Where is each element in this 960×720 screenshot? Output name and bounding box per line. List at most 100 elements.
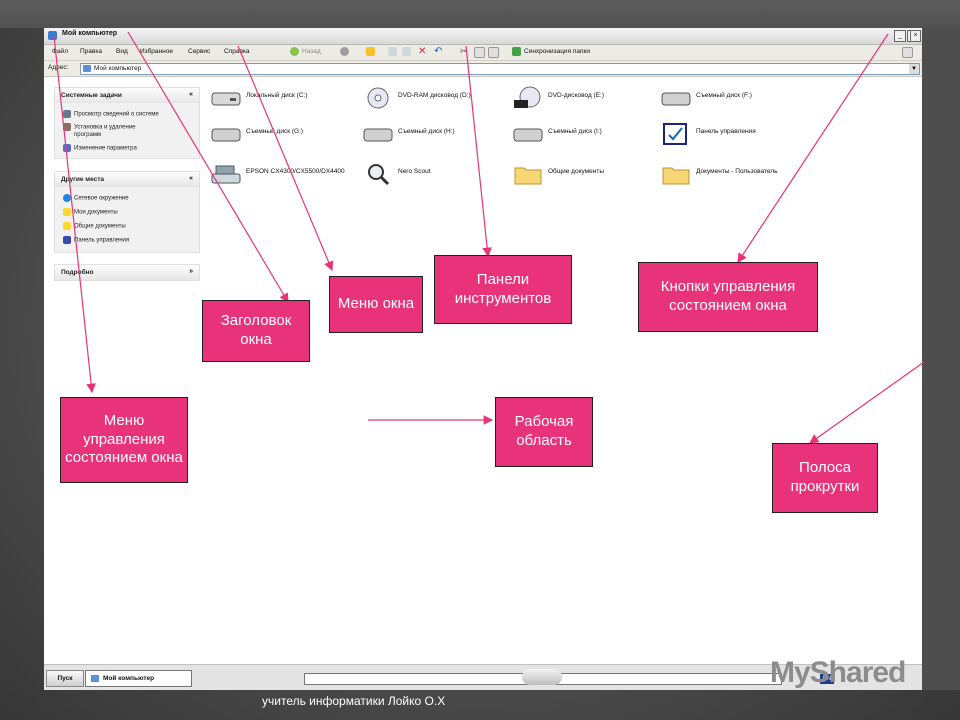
- window-title: Мой компьютер: [62, 30, 118, 37]
- folder-icon: [63, 208, 71, 216]
- sync-icon[interactable]: [512, 47, 521, 56]
- sync-label[interactable]: Синхронизация папки: [524, 48, 591, 55]
- forward-icon[interactable]: [340, 47, 349, 56]
- menu-file[interactable]: Файл: [52, 48, 68, 55]
- arrow-title: [127, 31, 289, 304]
- language-indicator[interactable]: EN: [820, 674, 834, 684]
- nero-scout-icon: [368, 164, 390, 186]
- place-shared-documents[interactable]: Общие документы: [63, 222, 126, 230]
- copy-icon[interactable]: [474, 47, 485, 58]
- task-change-setting[interactable]: Изменение параметра: [63, 144, 137, 152]
- task-view-system-info[interactable]: Просмотр сведений о системе: [63, 110, 159, 118]
- back-icon[interactable]: [290, 47, 299, 56]
- details-title: Подробно: [61, 269, 94, 276]
- arrow-control-menu: [53, 35, 96, 394]
- file-item[interactable]: DVD-RAM дисковод (D:): [362, 84, 510, 112]
- file-item[interactable]: Съемный диск (F:): [660, 84, 808, 112]
- slide-top-strip: [0, 0, 960, 28]
- folder-icon: [63, 222, 71, 230]
- removable-drive-icon: [661, 92, 691, 106]
- other-places-title: Другие места: [61, 176, 105, 183]
- file-item[interactable]: Съемный диск (G:): [210, 120, 358, 148]
- removable-drive-icon: [513, 128, 543, 142]
- undo-icon[interactable]: ↶: [434, 46, 443, 57]
- callout-toolbars: Панели инструментов: [434, 255, 572, 324]
- network-icon: [63, 194, 71, 202]
- arrow-window-buttons: [737, 33, 889, 264]
- expand-icon[interactable]: »: [189, 268, 193, 275]
- file-item[interactable]: Документы - Пользователь: [660, 160, 808, 188]
- control-panel-icon: [63, 236, 71, 244]
- back-label[interactable]: Назад: [302, 48, 321, 55]
- menu-edit[interactable]: Правка: [80, 48, 102, 55]
- taskbar-item-my-computer[interactable]: Мой компьютер: [85, 670, 192, 687]
- file-item[interactable]: Nero Scout: [362, 160, 510, 188]
- folder-icon: [514, 167, 542, 185]
- menu-tools[interactable]: Сервис: [188, 48, 211, 55]
- paste-icon[interactable]: [488, 47, 499, 58]
- task-pane: Системные задачи « Просмотр сведений о с…: [44, 77, 200, 662]
- nero-logo: [522, 669, 562, 685]
- hard-drive-icon: [211, 92, 241, 106]
- scanner-icon: [211, 165, 241, 184]
- place-network[interactable]: Сетевое окружение: [63, 194, 129, 202]
- place-control-panel[interactable]: Панель управления: [63, 236, 129, 244]
- minimize-button[interactable]: _: [894, 30, 906, 42]
- other-places-box: Другие места « Сетевое окружение Мои док…: [54, 171, 200, 253]
- window-icon[interactable]: [48, 31, 57, 40]
- file-item[interactable]: EPSON CX4300/CX5500/DX4400: [210, 160, 358, 188]
- address-dropdown-button[interactable]: ▼: [909, 64, 919, 74]
- system-info-icon: [63, 110, 71, 118]
- folders-icon[interactable]: [402, 47, 411, 56]
- address-value: Мой компьютер: [94, 65, 142, 72]
- menu-bar: Файл Правка Вид Избранное Сервис Справка…: [44, 45, 922, 61]
- menu-help[interactable]: Справка: [224, 48, 250, 55]
- file-item[interactable]: Панель управления: [660, 120, 808, 148]
- close-button[interactable]: ×: [910, 30, 921, 42]
- address-input[interactable]: Мой компьютер ▼: [80, 63, 920, 75]
- up-folder-icon[interactable]: [366, 47, 375, 56]
- control-panel-icon: [663, 123, 687, 145]
- arrow-scrollbar: [809, 361, 925, 444]
- collapse-icon[interactable]: «: [189, 91, 193, 98]
- dvd-drive-icon: [367, 87, 389, 109]
- menu-favorites[interactable]: Избранное: [140, 48, 173, 55]
- taskbar: Пуск Мой компьютер EN: [44, 664, 922, 690]
- file-item[interactable]: DVD-дисковод (E:): [512, 84, 660, 112]
- file-item[interactable]: Съемный диск (H:): [362, 120, 510, 148]
- callout-window-menu: Меню окна: [329, 276, 423, 333]
- delete-icon[interactable]: ✕: [418, 46, 427, 57]
- callout-window-title: Заголовок окна: [202, 300, 310, 362]
- slide-right-strip: [922, 28, 960, 690]
- add-remove-icon: [63, 123, 71, 131]
- other-places-header[interactable]: Другие места «: [55, 172, 199, 187]
- file-item[interactable]: Общие документы: [512, 160, 660, 188]
- details-header[interactable]: Подробно »: [55, 265, 199, 280]
- windows-flag-icon: [902, 47, 913, 58]
- place-my-documents[interactable]: Мои документы: [63, 208, 118, 216]
- dvd-drive-icon: [514, 86, 541, 108]
- file-item[interactable]: Локальный диск (C:): [210, 84, 358, 112]
- collapse-icon[interactable]: «: [189, 175, 193, 182]
- callout-scrollbar: Полоса прокрутки: [772, 443, 878, 513]
- file-item[interactable]: Съемный диск (I:): [512, 120, 660, 148]
- slide-footer: учитель информатики Лойко О.Х: [262, 694, 446, 708]
- arrow-toolbars: [465, 45, 492, 258]
- address-bar: Адрес: Мой компьютер ▼: [44, 61, 922, 77]
- callout-window-buttons: Кнопки управления состоянием окна: [638, 262, 818, 332]
- system-tasks-title: Системные задачи: [61, 92, 122, 99]
- search-icon[interactable]: [388, 47, 397, 56]
- computer-icon: [83, 65, 91, 72]
- task-add-remove-programs[interactable]: Установка и удаление: [63, 123, 136, 131]
- start-button[interactable]: Пуск: [46, 670, 84, 687]
- cut-icon[interactable]: ✂: [460, 46, 468, 56]
- menu-view[interactable]: Вид: [116, 48, 128, 55]
- callout-work-area: Рабочая область: [495, 397, 593, 467]
- folder-icon: [662, 167, 690, 185]
- task-add-remove-programs-line2[interactable]: программ: [74, 132, 102, 138]
- callout-control-menu: Меню управления состоянием окна: [60, 397, 188, 483]
- arrow-menu: [237, 45, 334, 272]
- settings-icon: [63, 144, 71, 152]
- removable-drive-icon: [363, 128, 393, 142]
